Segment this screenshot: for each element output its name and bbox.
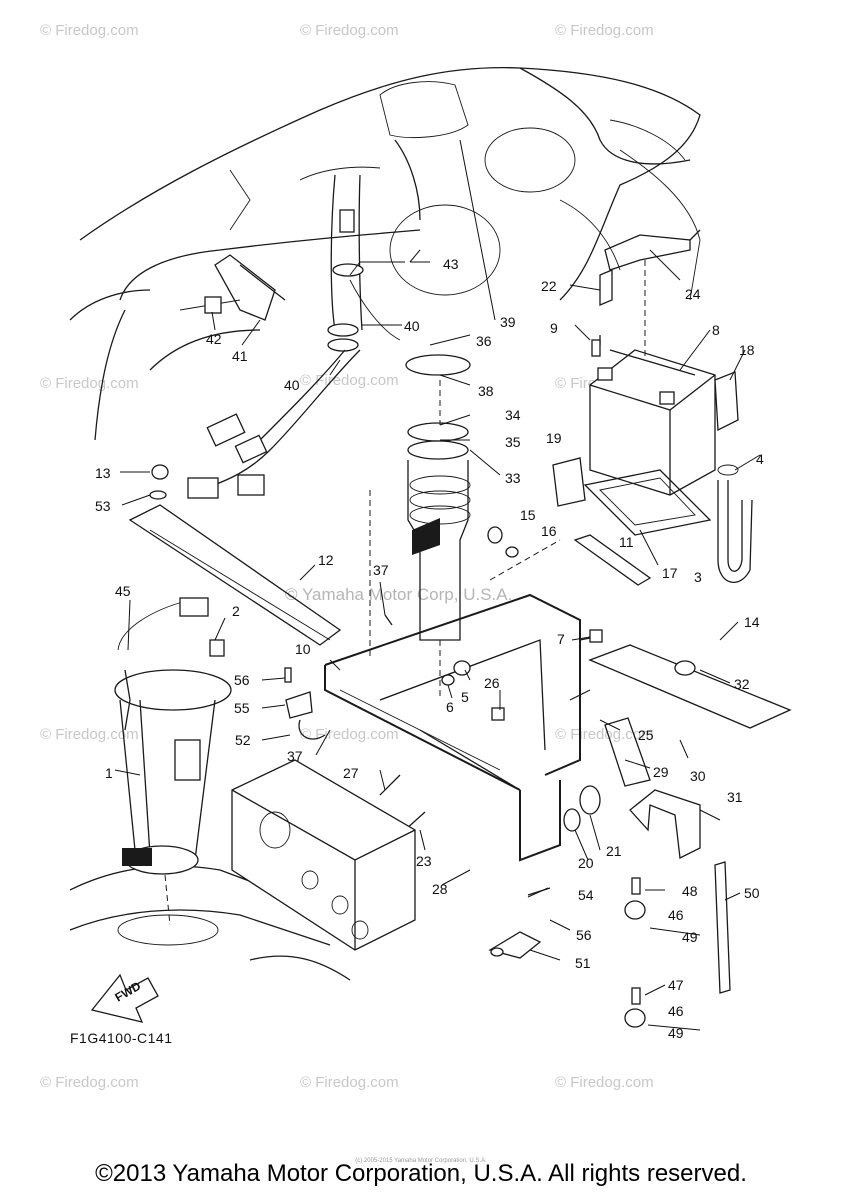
fuel-pump: [114, 597, 232, 946]
watermark: © Firedog.com: [300, 22, 399, 39]
leader-lines: [114, 139, 761, 1031]
callout-33: 33: [505, 470, 521, 486]
callout-17: 17: [662, 565, 678, 581]
brackets: [128, 229, 701, 646]
callout-49: 49: [682, 929, 698, 945]
watermark: © Firedog.com: [300, 1074, 399, 1091]
callout-40b: 40: [284, 377, 300, 393]
callout-48: 48: [682, 883, 698, 899]
callout-53: 53: [95, 498, 111, 514]
callout-45: 45: [115, 583, 131, 599]
callout-41: 41: [232, 348, 248, 364]
callout-19: 19: [546, 430, 562, 446]
callout-28: 28: [432, 881, 448, 897]
fwd-arrow: FWD: [90, 973, 159, 1023]
callout-27: 27: [343, 765, 359, 781]
watermark: © Firedog.com: [555, 1074, 654, 1091]
callout-9: 9: [550, 320, 558, 336]
callout-16: 16: [541, 523, 557, 539]
callout-6: 6: [446, 699, 454, 715]
watermark: © Firedog.com: [300, 372, 399, 389]
callout-46b: 46: [668, 1003, 684, 1019]
battery-tray: [552, 457, 792, 787]
callout-2: 2: [232, 603, 240, 619]
callout-52: 52: [235, 732, 251, 748]
callout-10: 10: [295, 641, 311, 657]
callout-30: 30: [690, 768, 706, 784]
callout-43: 43: [443, 256, 459, 272]
callout-22: 22: [541, 278, 557, 294]
callout-15: 15: [520, 507, 536, 523]
callout-56: 56: [234, 672, 250, 688]
callout-23: 23: [416, 853, 432, 869]
watermark: © Firedog.com: [555, 22, 654, 39]
callout-35: 35: [505, 434, 521, 450]
callout-46: 46: [668, 907, 684, 923]
callout-38: 38: [478, 383, 494, 399]
callout-55: 55: [234, 700, 250, 716]
callout-20: 20: [578, 855, 594, 871]
callout-7: 7: [557, 631, 565, 647]
callout-11: 11: [619, 534, 634, 550]
callout-8: 8: [712, 322, 720, 338]
callout-4: 4: [756, 451, 764, 467]
callout-42: 42: [206, 331, 222, 347]
callout-31: 31: [727, 789, 743, 805]
center-watermark: © Yamaha Motor Corp, U.S.A.: [285, 585, 513, 604]
fine-print: (c) 2005-2015 Yamaha Motor Corporation, …: [355, 1158, 487, 1164]
callout-18: 18: [739, 342, 755, 358]
callout-51: 51: [575, 955, 591, 971]
watermark: © Firedog.com: [40, 22, 139, 39]
callout-47: 47: [668, 977, 684, 993]
callout-29: 29: [653, 764, 669, 780]
fasteners: [149, 339, 696, 832]
callout-34: 34: [505, 407, 521, 423]
callout-5: 5: [461, 689, 469, 705]
callout-3: 3: [694, 569, 702, 585]
diagram-code: F1G4100-C141: [70, 1030, 173, 1046]
callout-40: 40: [404, 318, 420, 334]
callout-50: 50: [744, 885, 760, 901]
battery: [589, 335, 739, 496]
electrical-box: [231, 759, 416, 951]
callout-54: 54: [578, 887, 594, 903]
callout-13: 13: [95, 465, 111, 481]
watermark: © Firedog.com: [40, 375, 139, 392]
callout-24: 24: [685, 286, 701, 302]
small-parts: [209, 639, 731, 1028]
callout-56b: 56: [576, 927, 592, 943]
hull-outline: [69, 66, 701, 441]
callout-1: 1: [105, 765, 113, 781]
callout-49b: 49: [668, 1025, 684, 1041]
main-frame: [324, 490, 581, 862]
callout-32: 32: [734, 676, 750, 692]
callout-37b: 37: [287, 748, 303, 764]
callout-36: 36: [476, 333, 492, 349]
callouts: 1 2 3 4 5 6 7 8 9 10 11 12 13 14 15 16 1…: [95, 256, 764, 1041]
callout-39: 39: [500, 314, 516, 330]
callout-21: 21: [606, 843, 622, 859]
copyright-notice: ©2013 Yamaha Motor Corporation, U.S.A. A…: [95, 1160, 747, 1187]
callout-25: 25: [638, 727, 654, 743]
callout-37: 37: [373, 562, 389, 578]
watermark: © Firedog.com: [40, 1074, 139, 1091]
callout-12: 12: [318, 552, 334, 568]
vent-hose: [717, 464, 753, 583]
watermark: © Firedog.com: [40, 726, 139, 743]
wiring-harness: [187, 254, 401, 499]
callout-26: 26: [484, 675, 500, 691]
callout-14: 14: [744, 614, 760, 630]
fuel-filler: [327, 139, 471, 700]
